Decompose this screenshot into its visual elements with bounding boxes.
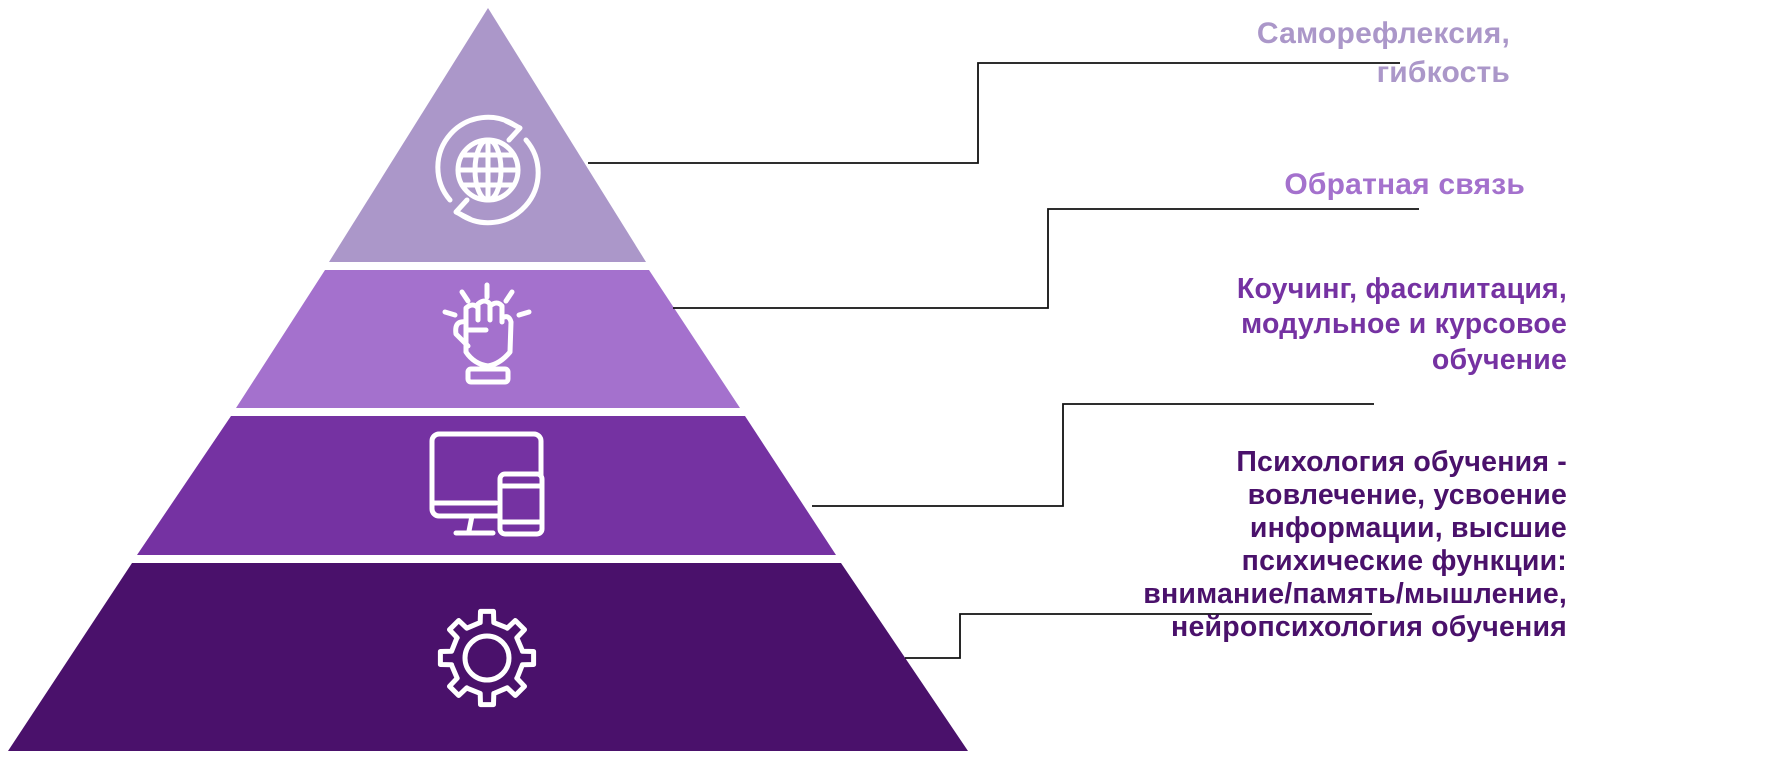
connector-line-tier-upper-middle <box>673 208 1419 309</box>
raised-fist-icon <box>442 282 532 385</box>
connector-line-tier-top <box>588 62 1400 164</box>
globe-refresh-icon <box>435 114 541 226</box>
pyramid-tier-upper-middle <box>236 270 740 408</box>
monitor-tablet-icon <box>429 431 545 537</box>
pyramid-tier-lower-middle <box>137 416 836 555</box>
pyramid-tier-top <box>329 8 646 262</box>
tier-label-base: Психология обучения - вовлечение, усвоен… <box>1143 446 1567 644</box>
connector-line-tier-base <box>905 613 1372 659</box>
tier-label-top: Саморефлексия, гибкость <box>1256 17 1510 89</box>
pyramid-tier-base <box>8 563 968 751</box>
gear-icon <box>437 608 537 708</box>
tier-label-upper-middle: Обратная связь <box>1284 168 1525 201</box>
connector-line-tier-lower-middle <box>812 403 1374 507</box>
tier-label-lower-middle: Коучинг, фасилитация, модульное и курсов… <box>1236 273 1567 376</box>
